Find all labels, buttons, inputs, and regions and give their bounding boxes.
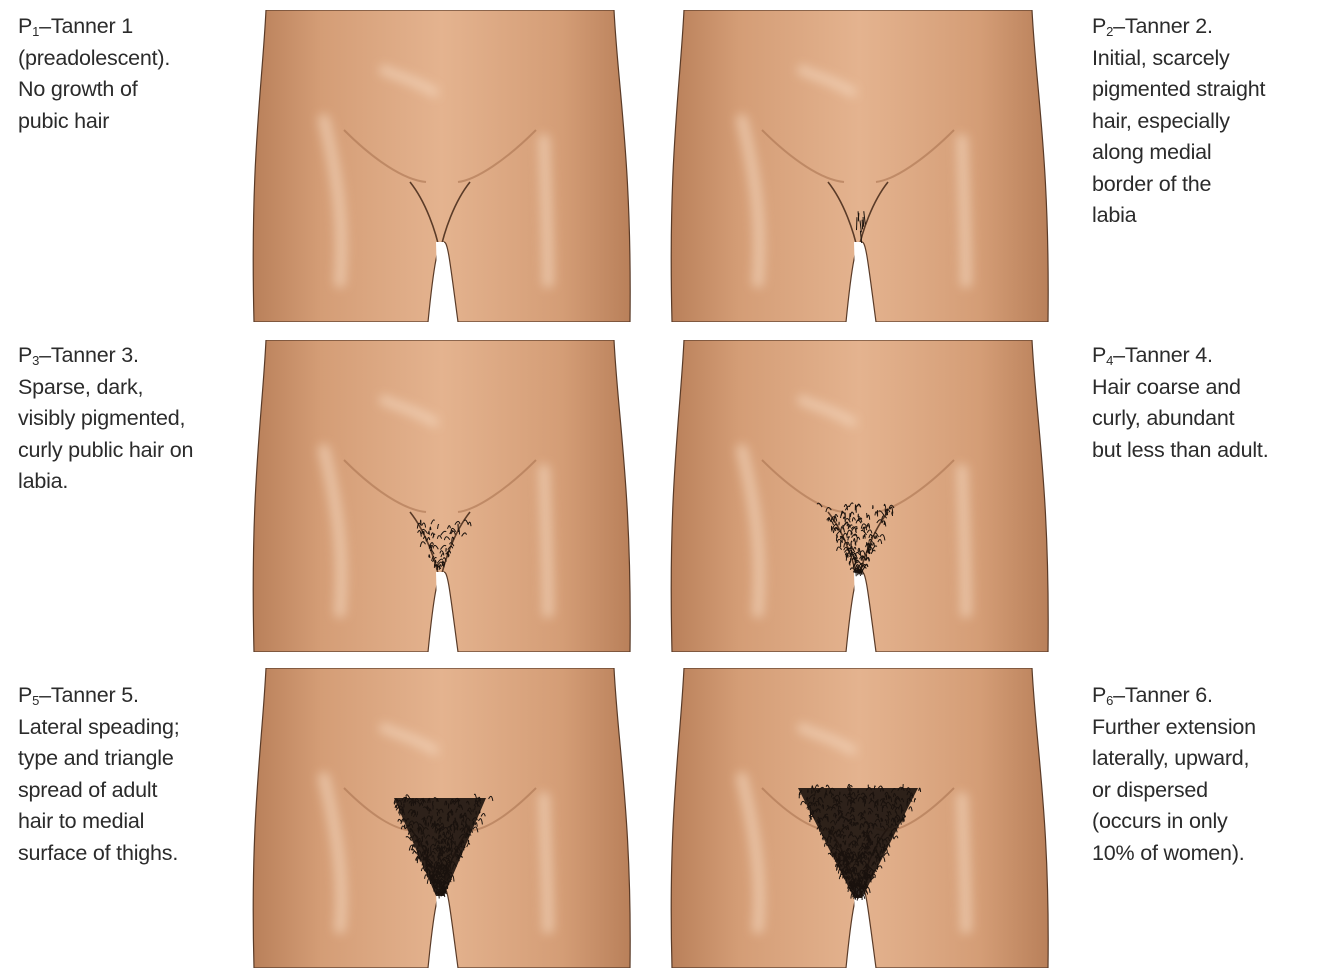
stage-description-line: No growth of — [18, 77, 138, 101]
stage-description-line: (occurs in only — [1092, 809, 1228, 833]
stage-description-line: spread of adult — [18, 777, 158, 802]
stage-heading: P4–Tanner 4. — [1092, 343, 1213, 368]
stage-description-line: 10% of women). — [1092, 840, 1245, 865]
stage-description-line: Sparse, dark, — [18, 374, 144, 399]
stage-description-line: labia — [1092, 203, 1137, 227]
stage-heading: P1–Tanner 1 — [18, 14, 133, 39]
stage-description-line: pubic hair — [18, 108, 110, 133]
stage-description-line: curly, abundant — [1092, 406, 1235, 430]
stage-description-line: (preadolescent). — [18, 45, 171, 70]
stage-description-line: labia. — [18, 469, 69, 493]
stage-heading: P2–Tanner 2. — [1092, 14, 1213, 39]
stage-2-illustration — [670, 10, 1049, 322]
stage-3-illustration — [252, 340, 631, 652]
stage-description-line: pigmented straight — [1092, 77, 1266, 101]
stage-description-line: hair to medial — [18, 809, 145, 833]
stage-heading: P5–Tanner 5. — [18, 683, 139, 708]
pubic-hair — [855, 211, 866, 244]
stage-description-line: Hair coarse and — [1092, 374, 1241, 399]
stage-2-caption: P2–Tanner 2. Initial, scarcely pigmented s… — [1092, 11, 1265, 232]
stage-description-line: but less than adult. — [1092, 437, 1269, 462]
pubic-hair — [816, 502, 895, 577]
stage-description-line: or dispersed — [1092, 777, 1208, 802]
stage-1-caption: P1–Tanner 1 (preadolescent). No growth of p… — [18, 11, 170, 137]
stage-description-line: Initial, scarcely — [1092, 45, 1230, 70]
stage-description-line: Further extension — [1092, 714, 1256, 739]
stage-5-caption: P5–Tanner 5. Lateral speading; type and tr… — [18, 680, 180, 869]
stage-4-illustration — [670, 340, 1049, 652]
stage-6-caption: P6–Tanner 6. Further extension laterally, … — [1092, 680, 1256, 869]
stage-description-line: curly public hair on — [18, 437, 194, 462]
stage-heading: P6–Tanner 6. — [1092, 683, 1213, 708]
stage-description-line: along medial — [1092, 140, 1212, 164]
pubic-hair — [416, 519, 472, 571]
stage-description-line: type and triangle — [18, 746, 174, 770]
stage-description-line: visibly pigmented, — [18, 406, 186, 430]
stage-6-illustration — [670, 668, 1049, 968]
stage-description-line: border of the — [1092, 171, 1212, 196]
stage-description-line: laterally, upward, — [1092, 746, 1250, 770]
stage-heading: P3–Tanner 3. — [18, 343, 139, 368]
stage-description-line: surface of thighs. — [18, 840, 179, 865]
stage-description-line: hair, especially — [1092, 108, 1230, 133]
stage-4-caption: P4–Tanner 4. Hair coarse and curly, abunda… — [1092, 340, 1269, 466]
stage-description-line: Lateral speading; — [18, 714, 180, 739]
stage-5-illustration — [252, 668, 631, 968]
stage-1-illustration — [252, 10, 631, 322]
stage-3-caption: P3–Tanner 3. Sparse, dark, visibly pigment… — [18, 340, 193, 498]
